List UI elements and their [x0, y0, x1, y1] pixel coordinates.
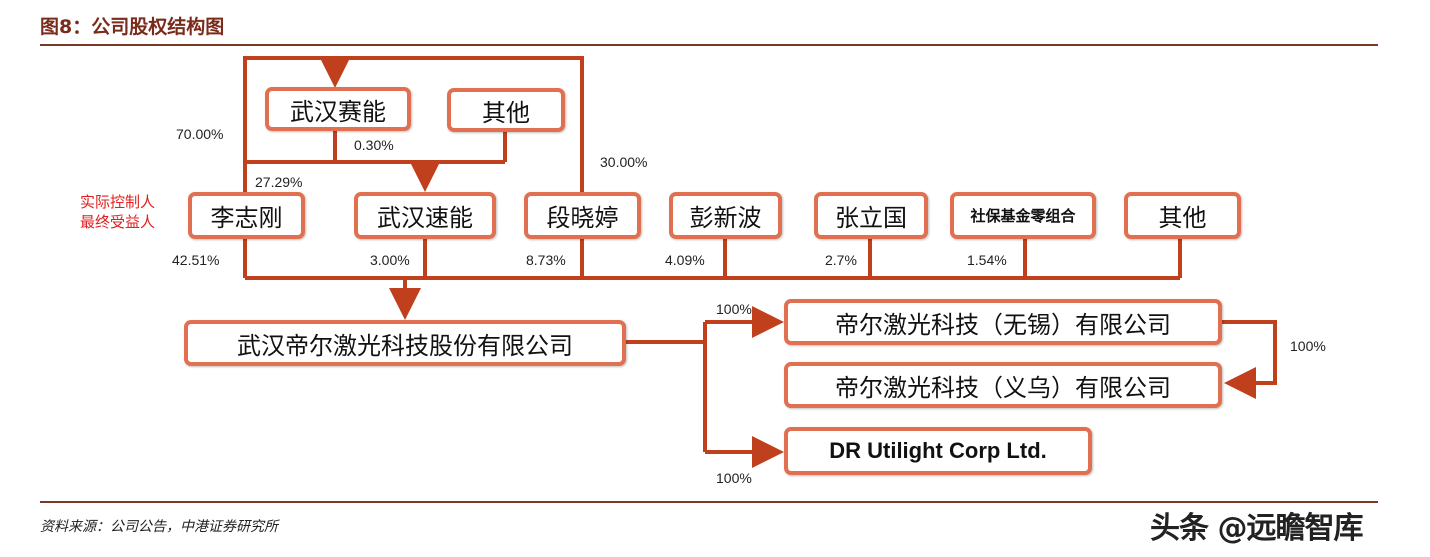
- pct-shareholder: 3.00%: [370, 252, 410, 268]
- controller-label: 实际控制人 最终受益人: [80, 192, 155, 232]
- box-subsidiary-wuxi: 帝尔激光科技（无锡）有限公司: [784, 299, 1222, 345]
- pct-shareholder: 8.73%: [526, 252, 566, 268]
- controller-label-line2: 最终受益人: [80, 213, 156, 231]
- pct-70: 70.00%: [176, 126, 224, 142]
- top-loop-line: [243, 56, 584, 192]
- controller-label-line1: 实际控制人: [80, 193, 156, 211]
- pct-shareholder: 42.51%: [172, 252, 220, 268]
- figure-title: 图8：公司股权结构图: [40, 16, 225, 38]
- pct-wuxi: 100%: [716, 301, 752, 317]
- box-company: 武汉帝尔激光科技股份有限公司: [184, 320, 626, 366]
- box-subsidiary-dr: DR Utilight Corp Ltd.: [784, 427, 1092, 475]
- subsidiary-bus: [625, 322, 707, 452]
- watermark: 头条 @远瞻智库: [1150, 511, 1363, 546]
- box-shareholder: 彭新波: [669, 192, 782, 239]
- box-shareholder: 段晓婷: [524, 192, 641, 239]
- source-note: 资料来源：公司公告，中港证券研究所: [40, 519, 278, 535]
- pct-dr: 100%: [716, 470, 752, 486]
- box-shareholder: 张立国: [814, 192, 928, 239]
- box-subsidiary-yiwu: 帝尔激光科技（义乌）有限公司: [784, 362, 1222, 408]
- box-shareholder: 李志刚: [188, 192, 305, 239]
- pct-0-30: 0.30%: [354, 137, 394, 153]
- bottom-rule: [40, 501, 1378, 503]
- box-top-others: 其他: [447, 88, 565, 132]
- pct-yiwu: 100%: [1290, 338, 1326, 354]
- shareholder-bus: [243, 238, 1182, 280]
- wuxi-to-yiwu-line: [1222, 320, 1277, 399]
- pct-30: 30.00%: [600, 154, 648, 170]
- box-shareholder: 武汉速能: [354, 192, 496, 239]
- pct-shareholder: 1.54%: [967, 252, 1007, 268]
- box-shareholder: 其他: [1124, 192, 1241, 239]
- pct-27-29: 27.29%: [255, 174, 303, 190]
- top-rule: [40, 44, 1378, 46]
- pct-shareholder: 4.09%: [665, 252, 705, 268]
- box-shareholder: 社保基金零组合: [950, 192, 1096, 239]
- box-wuhan-saineng: 武汉赛能: [265, 87, 411, 131]
- suneng-feed-line: [245, 130, 507, 164]
- pct-shareholder: 2.7%: [825, 252, 857, 268]
